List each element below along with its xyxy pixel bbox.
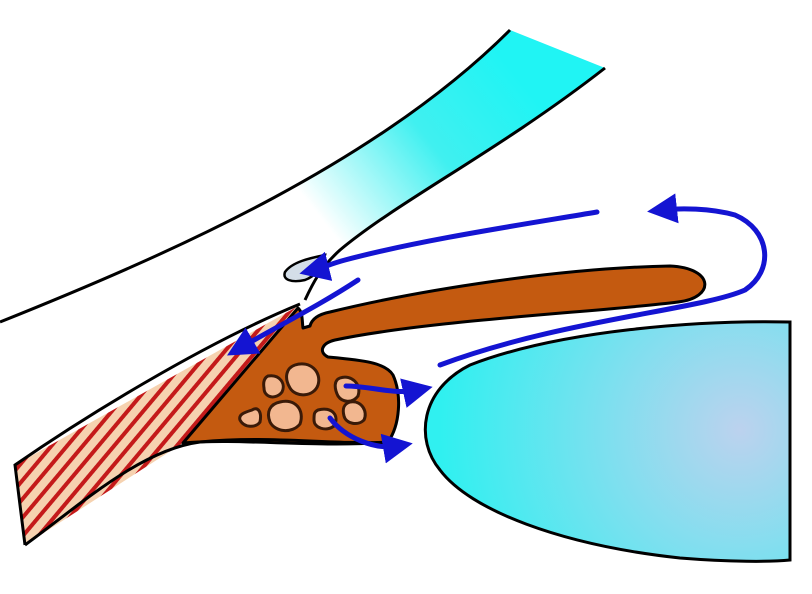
sclera [15,305,300,545]
lens [423,320,792,563]
flow-arrow-uveoscleral [226,277,361,356]
iris-ciliary-body [181,264,707,446]
flow-arrow-to-trabecular [299,209,600,281]
lower-outline [24,437,391,547]
flow-arrow-ciliary-lower [327,415,413,464]
ciliary-cells [238,362,367,432]
sclera-edge [13,302,301,546]
flow-arrow-ciliary-upper [343,378,433,408]
cornea-outer-edge [0,28,512,324]
cornea [0,30,605,460]
aqueous-flow-arrows [226,193,768,464]
flow-arrow-posterior-to-anterior [437,193,768,368]
